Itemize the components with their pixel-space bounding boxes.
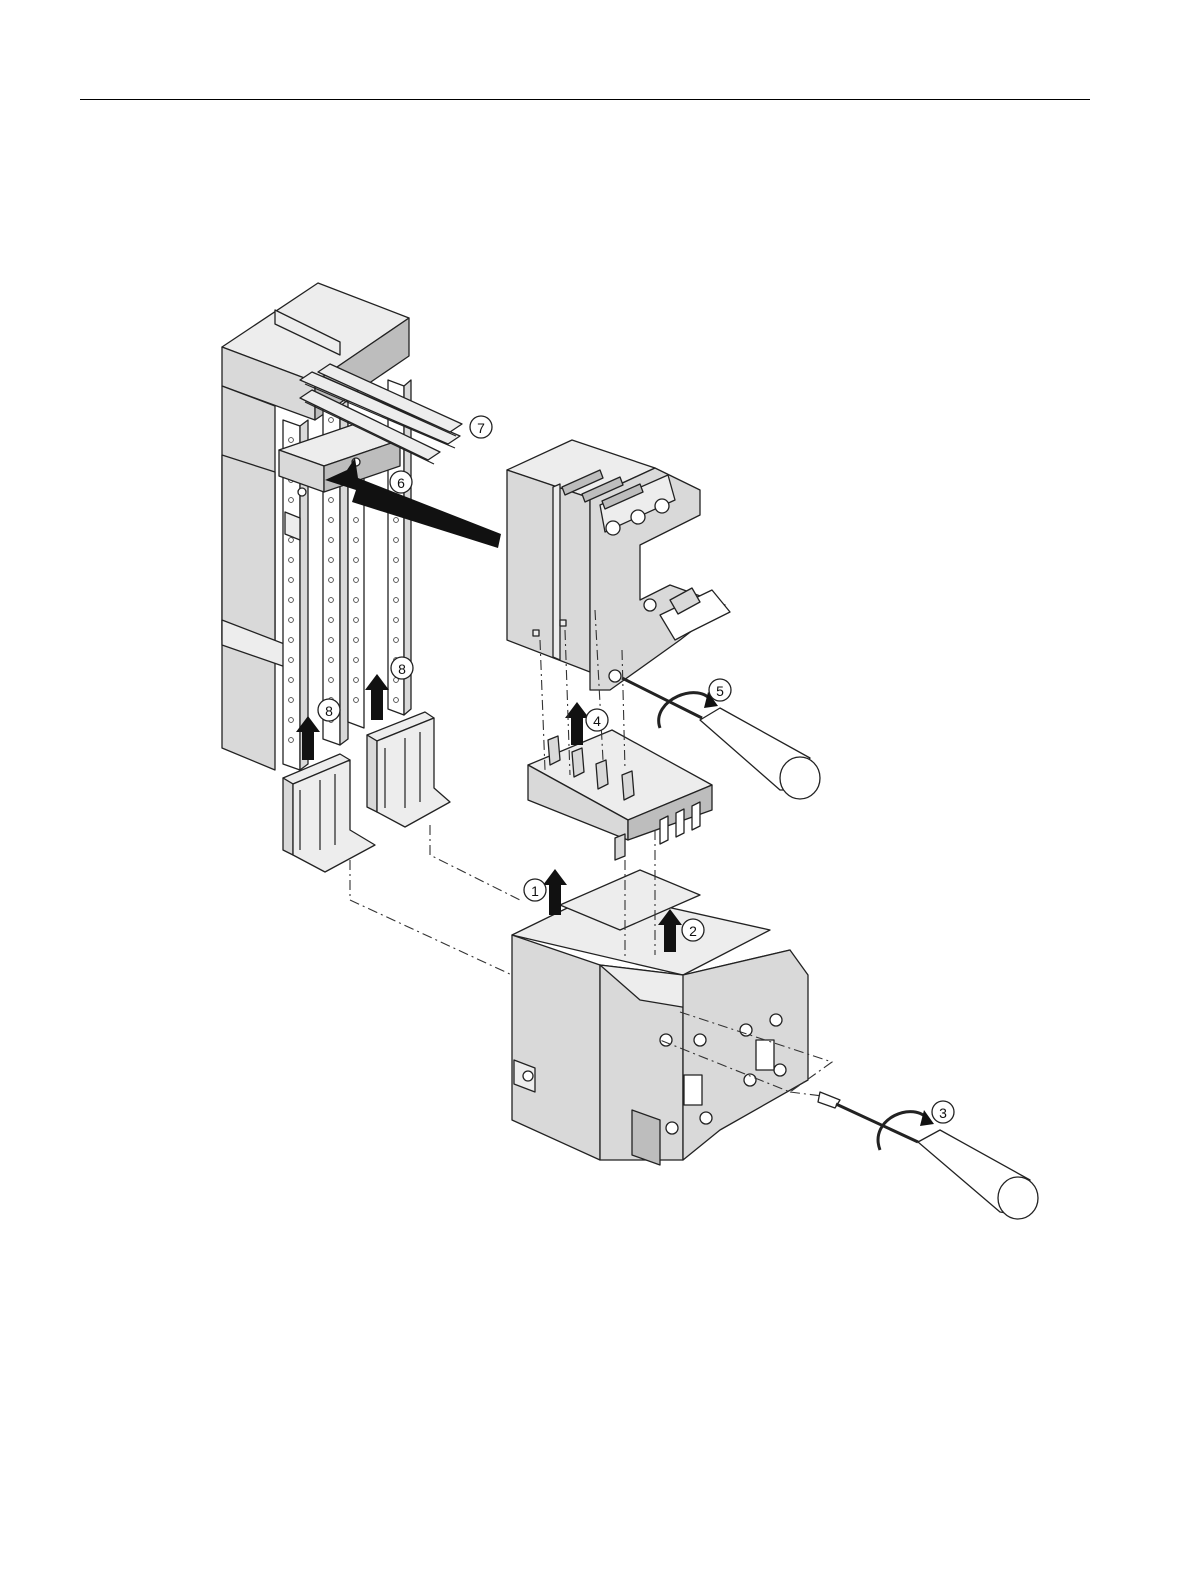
callout-5: 5 (709, 679, 731, 701)
svg-text:7: 7 (477, 420, 485, 436)
svg-text:8: 8 (398, 661, 406, 677)
svg-text:2: 2 (689, 923, 697, 939)
svg-text:1: 1 (531, 883, 539, 899)
svg-text:4: 4 (593, 713, 601, 729)
callout-7: 7 (470, 416, 492, 438)
aux-clip-left (283, 754, 375, 872)
callout-4: 4 (586, 709, 608, 731)
callout-8-right: 8 (391, 657, 413, 679)
connector-module (528, 730, 712, 860)
callout-6: 6 (390, 471, 412, 493)
svg-text:8: 8 (325, 703, 333, 719)
aux-clip-right (367, 712, 450, 827)
circuit-breaker (507, 440, 730, 690)
callout-2: 2 (682, 919, 704, 941)
callout-1: 1 (524, 879, 546, 901)
svg-text:5: 5 (716, 683, 724, 699)
svg-text:3: 3 (939, 1105, 947, 1121)
callout-8-left: 8 (318, 699, 340, 721)
screwdriver-lower (818, 1092, 1038, 1219)
svg-text:6: 6 (397, 475, 405, 491)
callout-3: 3 (932, 1101, 954, 1123)
